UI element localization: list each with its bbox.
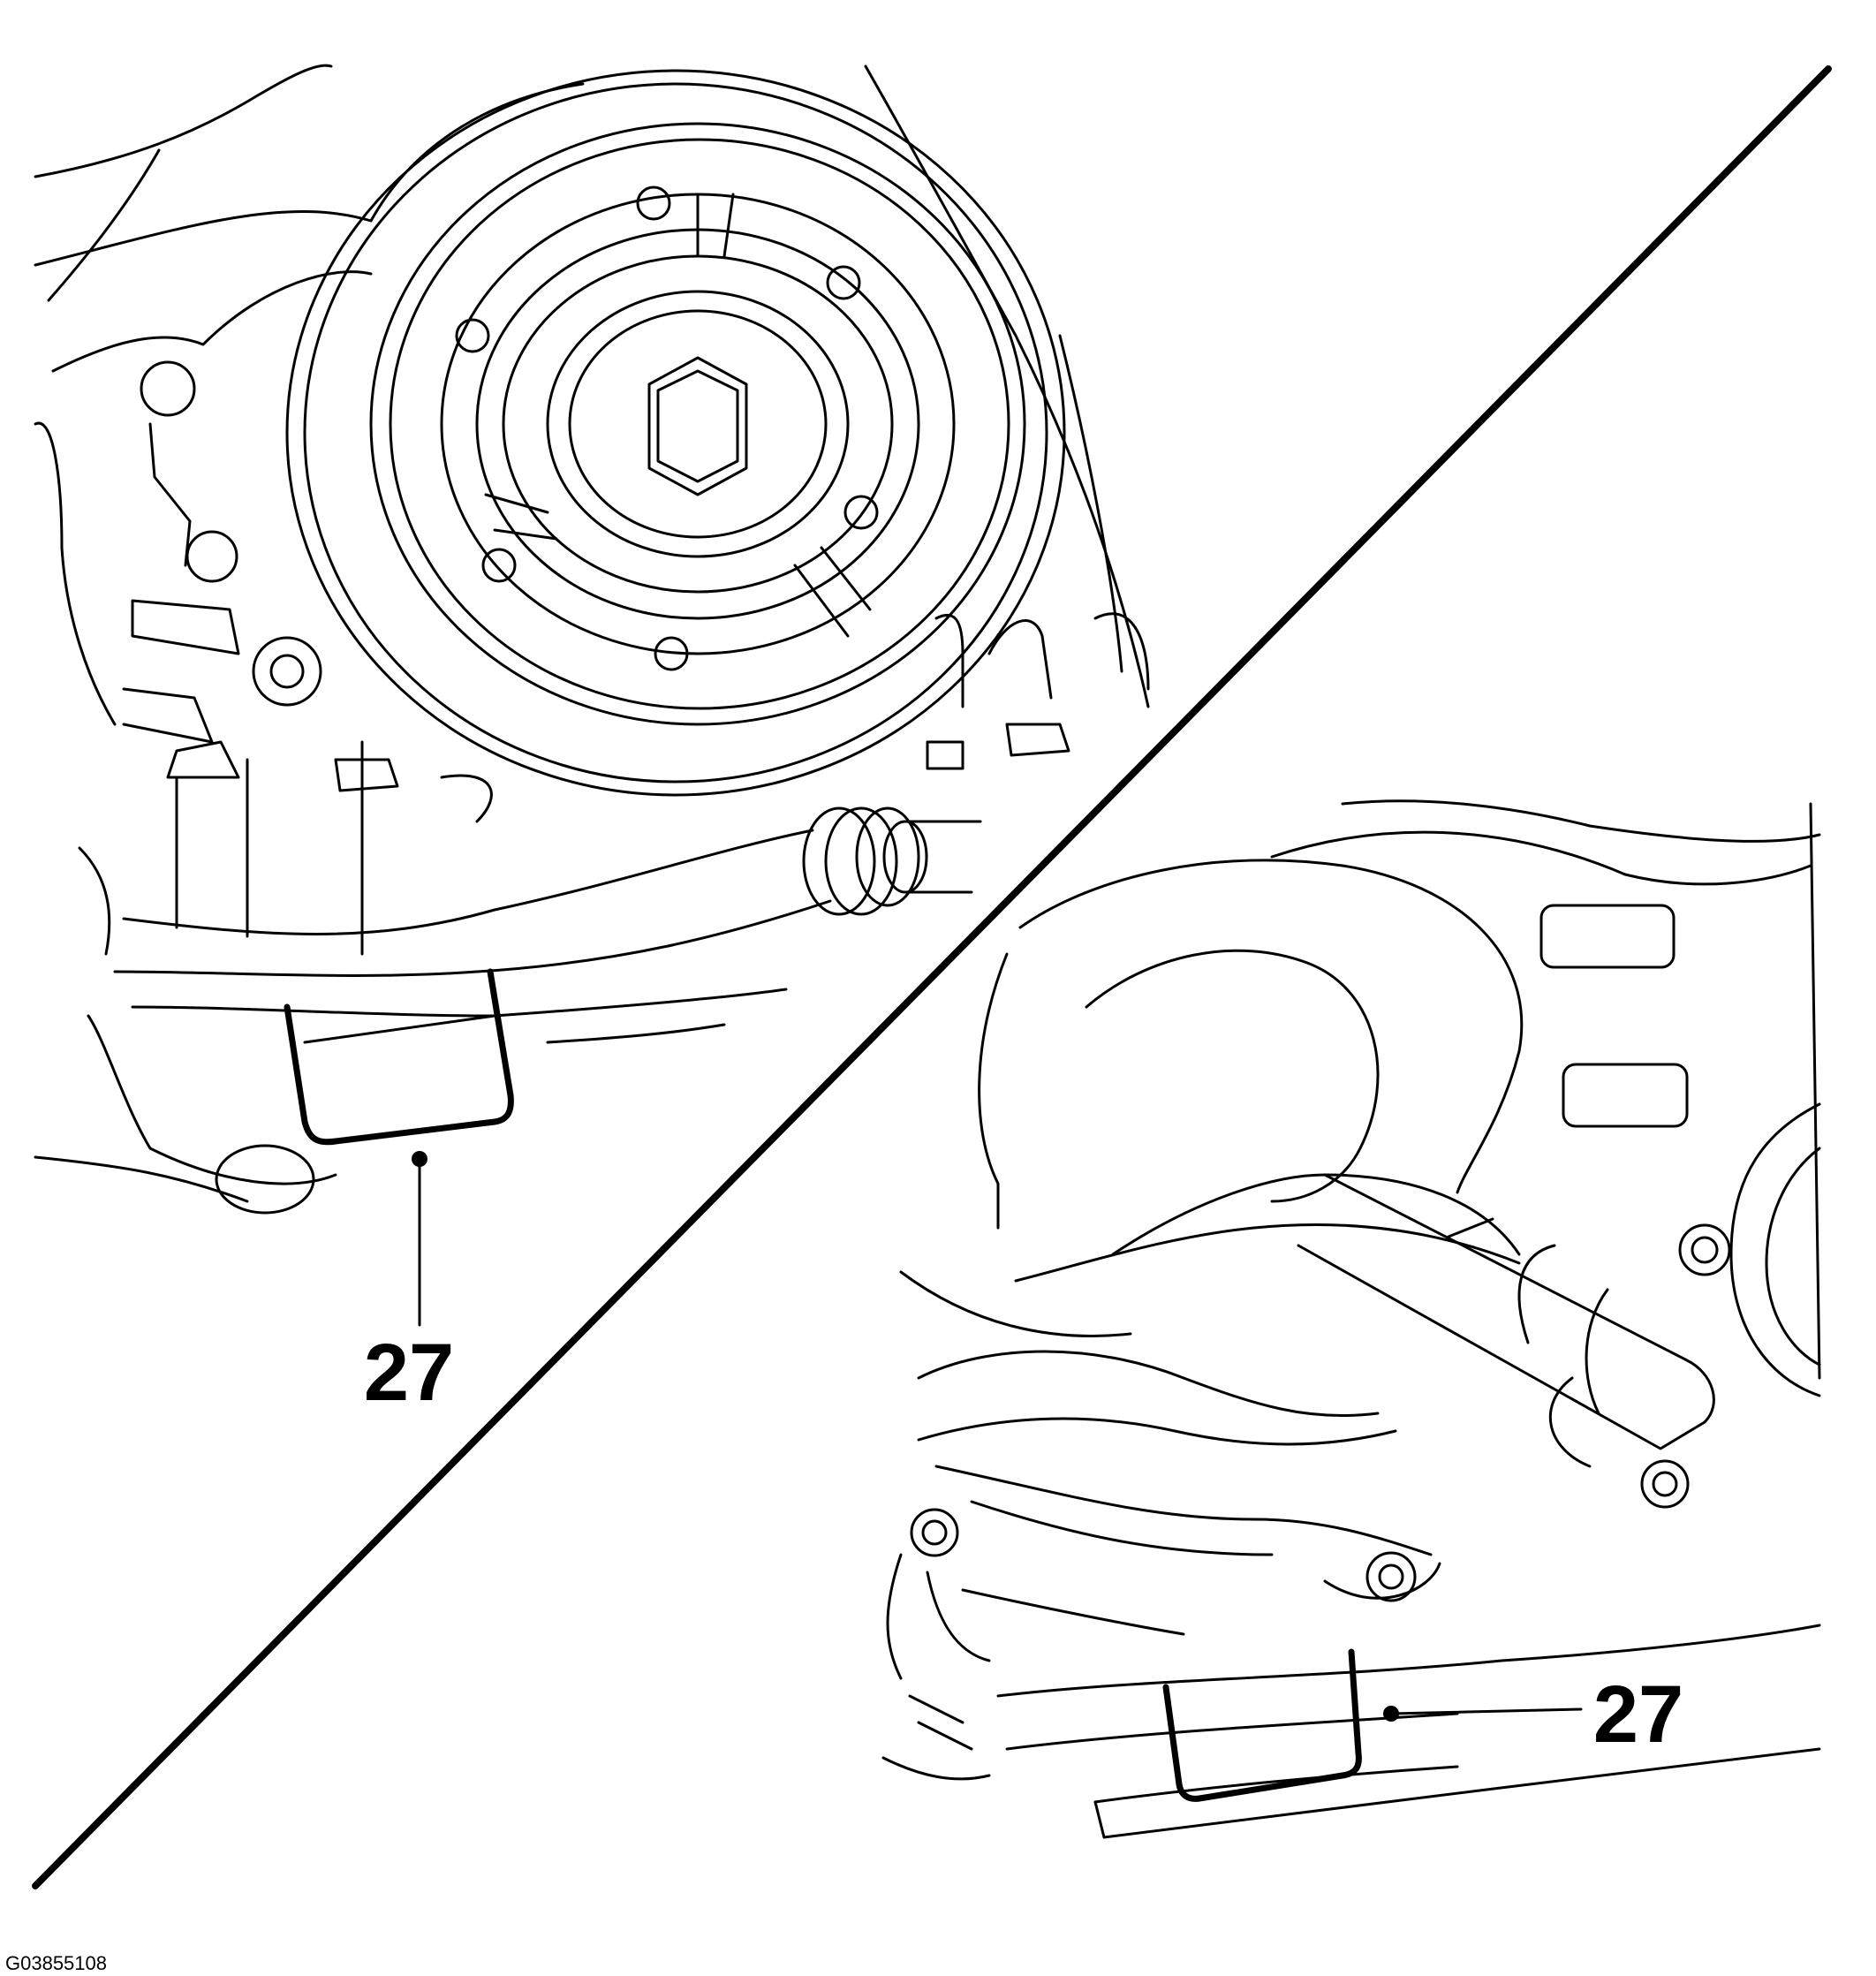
bolt-icon xyxy=(252,636,322,707)
crankshaft-pulley xyxy=(285,69,1066,797)
upper-left-view: 27 xyxy=(34,64,1150,1418)
bolt-icon xyxy=(1678,1223,1731,1276)
engine-cover xyxy=(899,859,1524,1446)
bolt-icon xyxy=(826,265,861,300)
bolt-icon xyxy=(1640,1459,1690,1509)
slot xyxy=(1562,1063,1689,1128)
callout-label: 27 xyxy=(1593,1669,1683,1760)
bolt-icon xyxy=(654,636,689,671)
bolt-icon xyxy=(185,530,238,583)
holder-tool xyxy=(1162,1648,1362,1802)
bolt-icon xyxy=(481,548,517,583)
hex-nut-icon xyxy=(647,356,748,496)
figure-id: G03855108 xyxy=(5,1952,107,1974)
bolt-icon xyxy=(140,360,196,417)
callout-label: 27 xyxy=(364,1328,454,1418)
holder-tool xyxy=(284,968,514,1146)
bolt-icon xyxy=(636,185,671,221)
bolt-icon xyxy=(1365,1551,1417,1602)
bolt-icon xyxy=(910,1508,959,1557)
view-divider xyxy=(32,65,1832,1889)
lower-right-view: 27 xyxy=(881,799,1821,1839)
slot xyxy=(1539,904,1676,969)
bolt-icon xyxy=(455,318,490,353)
bolt-icon xyxy=(843,495,879,530)
cross-bar xyxy=(113,806,982,1018)
bolt-icon xyxy=(215,1144,315,1215)
callout-leader xyxy=(1389,1707,1583,1715)
